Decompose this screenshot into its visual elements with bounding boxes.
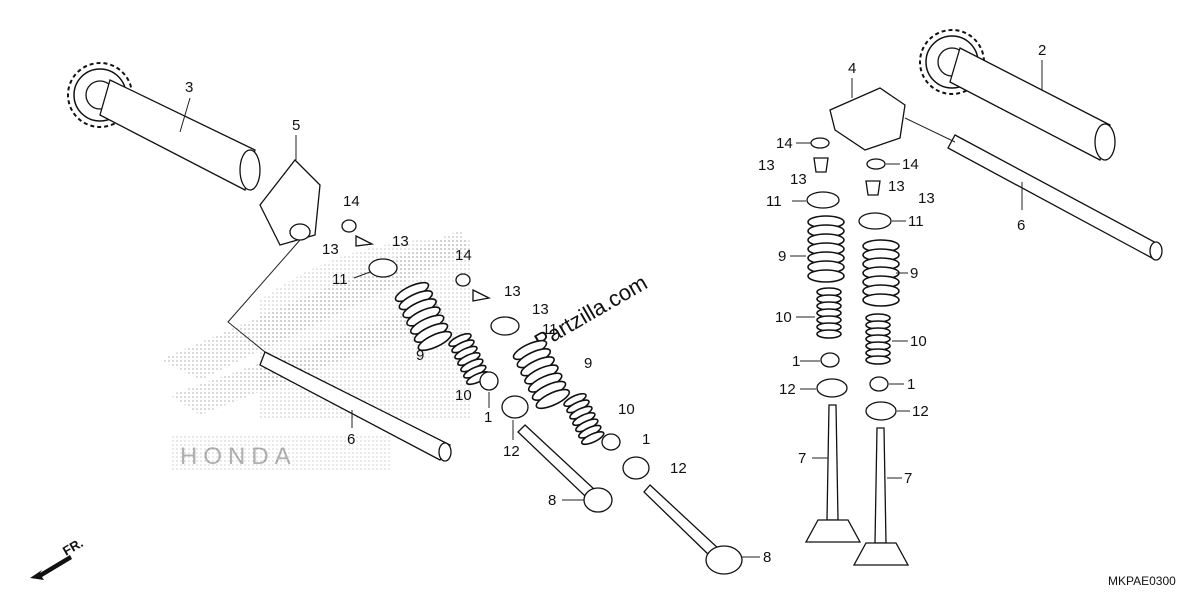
callout-13-d2[interactable]: 13 bbox=[918, 190, 935, 207]
seal-1-d[interactable] bbox=[869, 376, 889, 392]
direction-indicator: FR. bbox=[30, 535, 86, 580]
callout-9-d[interactable]: 9 bbox=[910, 265, 918, 282]
cotter-13-d[interactable] bbox=[865, 180, 881, 196]
callout-9-b[interactable]: 9 bbox=[584, 355, 592, 372]
callout-13-d1[interactable]: 13 bbox=[888, 178, 905, 195]
callout-10-d[interactable]: 10 bbox=[910, 333, 927, 350]
shim-14-b[interactable] bbox=[455, 273, 471, 287]
callout-13-b1[interactable]: 13 bbox=[504, 283, 521, 300]
callout-1-b[interactable]: 1 bbox=[642, 431, 650, 448]
callout-14-c[interactable]: 14 bbox=[776, 135, 793, 152]
valve-7-c[interactable] bbox=[804, 404, 862, 543]
callout-2[interactable]: 2 bbox=[1038, 42, 1046, 59]
shim-14-c[interactable] bbox=[810, 137, 830, 149]
cotter-13-c[interactable] bbox=[813, 157, 829, 173]
retainer-11-d[interactable] bbox=[858, 212, 892, 230]
seat-12-c[interactable] bbox=[816, 378, 848, 398]
leader-3 bbox=[179, 97, 191, 133]
callout-11-a[interactable]: 11 bbox=[332, 271, 348, 288]
rocker-shaft-right[interactable] bbox=[947, 134, 1163, 261]
valve-8-a[interactable] bbox=[517, 424, 613, 513]
callout-12-c[interactable]: 12 bbox=[779, 381, 796, 398]
callout-9-a[interactable]: 9 bbox=[416, 347, 424, 364]
rocker-arm-right[interactable] bbox=[829, 87, 906, 151]
valve-8-b[interactable] bbox=[643, 484, 743, 575]
seat-12-b[interactable] bbox=[622, 456, 650, 480]
honda-watermark-text: HONDA bbox=[180, 443, 297, 470]
callout-9-c[interactable]: 9 bbox=[778, 248, 786, 265]
assembly-line-left bbox=[227, 239, 301, 353]
shim-14-d[interactable] bbox=[866, 158, 886, 170]
callout-10-c[interactable]: 10 bbox=[775, 309, 792, 326]
camshaft-left[interactable] bbox=[67, 62, 261, 191]
rocker-shaft-left[interactable] bbox=[259, 351, 452, 462]
shim-14-a[interactable] bbox=[341, 219, 357, 233]
callout-8-b[interactable]: 8 bbox=[763, 549, 771, 566]
valve-7-d[interactable] bbox=[852, 427, 910, 566]
cotter-13-b[interactable] bbox=[472, 288, 492, 302]
seal-1-b[interactable] bbox=[601, 433, 621, 451]
callout-13-c1[interactable]: 13 bbox=[758, 157, 775, 174]
outer-spring-9-c[interactable] bbox=[807, 215, 845, 283]
leader-shaft-right bbox=[904, 117, 956, 143]
callout-7-c[interactable]: 7 bbox=[798, 450, 806, 467]
inner-spring-10-c[interactable] bbox=[816, 287, 842, 339]
callout-12-b[interactable]: 12 bbox=[670, 460, 687, 477]
retainer-11-b[interactable] bbox=[490, 316, 520, 336]
diagram-code: MKPAE0300 bbox=[1108, 574, 1176, 588]
inner-spring-10-b[interactable] bbox=[561, 390, 607, 448]
cotter-13-a[interactable] bbox=[355, 234, 375, 247]
callout-13-c2[interactable]: 13 bbox=[790, 171, 807, 188]
callout-14-a[interactable]: 14 bbox=[343, 193, 360, 210]
callout-5[interactable]: 5 bbox=[292, 117, 300, 134]
rocker-arm-left[interactable] bbox=[259, 159, 321, 246]
callout-1-d[interactable]: 1 bbox=[907, 376, 915, 393]
inner-spring-10-d[interactable] bbox=[865, 313, 891, 365]
callout-14-b[interactable]: 14 bbox=[455, 247, 472, 264]
seat-12-d[interactable] bbox=[865, 401, 897, 421]
callout-11-d[interactable]: 11 bbox=[908, 213, 924, 230]
seat-12-a[interactable] bbox=[501, 395, 529, 419]
callout-6-right[interactable]: 6 bbox=[1017, 217, 1025, 234]
callout-3[interactable]: 3 bbox=[185, 79, 193, 96]
direction-label: FR. bbox=[60, 535, 86, 558]
callout-11-c[interactable]: 11 bbox=[766, 193, 782, 210]
retainer-11-a[interactable] bbox=[368, 258, 398, 278]
callout-4[interactable]: 4 bbox=[848, 60, 856, 77]
callout-8-a[interactable]: 8 bbox=[548, 492, 556, 509]
callout-12-a[interactable]: 12 bbox=[503, 443, 520, 460]
callout-10-a[interactable]: 10 bbox=[455, 387, 472, 404]
callout-13-a2[interactable]: 13 bbox=[392, 233, 409, 250]
callout-13-a1[interactable]: 13 bbox=[322, 241, 339, 258]
outer-spring-9-d[interactable] bbox=[862, 239, 900, 307]
seal-1-c[interactable] bbox=[820, 352, 840, 368]
retainer-11-c[interactable] bbox=[806, 191, 840, 209]
callout-12-d[interactable]: 12 bbox=[912, 403, 929, 420]
callout-1-a[interactable]: 1 bbox=[484, 409, 492, 426]
callout-10-b[interactable]: 10 bbox=[618, 401, 635, 418]
callout-14-d[interactable]: 14 bbox=[902, 156, 919, 173]
callout-7-d[interactable]: 7 bbox=[904, 470, 912, 487]
leader-11-a bbox=[353, 271, 371, 279]
callout-13-b2[interactable]: 13 bbox=[532, 301, 549, 318]
camshaft-right[interactable] bbox=[919, 29, 1116, 161]
arrow-down-left-icon bbox=[30, 555, 72, 580]
callout-6-left[interactable]: 6 bbox=[347, 431, 355, 448]
callout-1-c[interactable]: 1 bbox=[792, 353, 800, 370]
seal-1-a[interactable] bbox=[479, 371, 499, 391]
callout-11-b[interactable]: 11 bbox=[542, 321, 558, 338]
